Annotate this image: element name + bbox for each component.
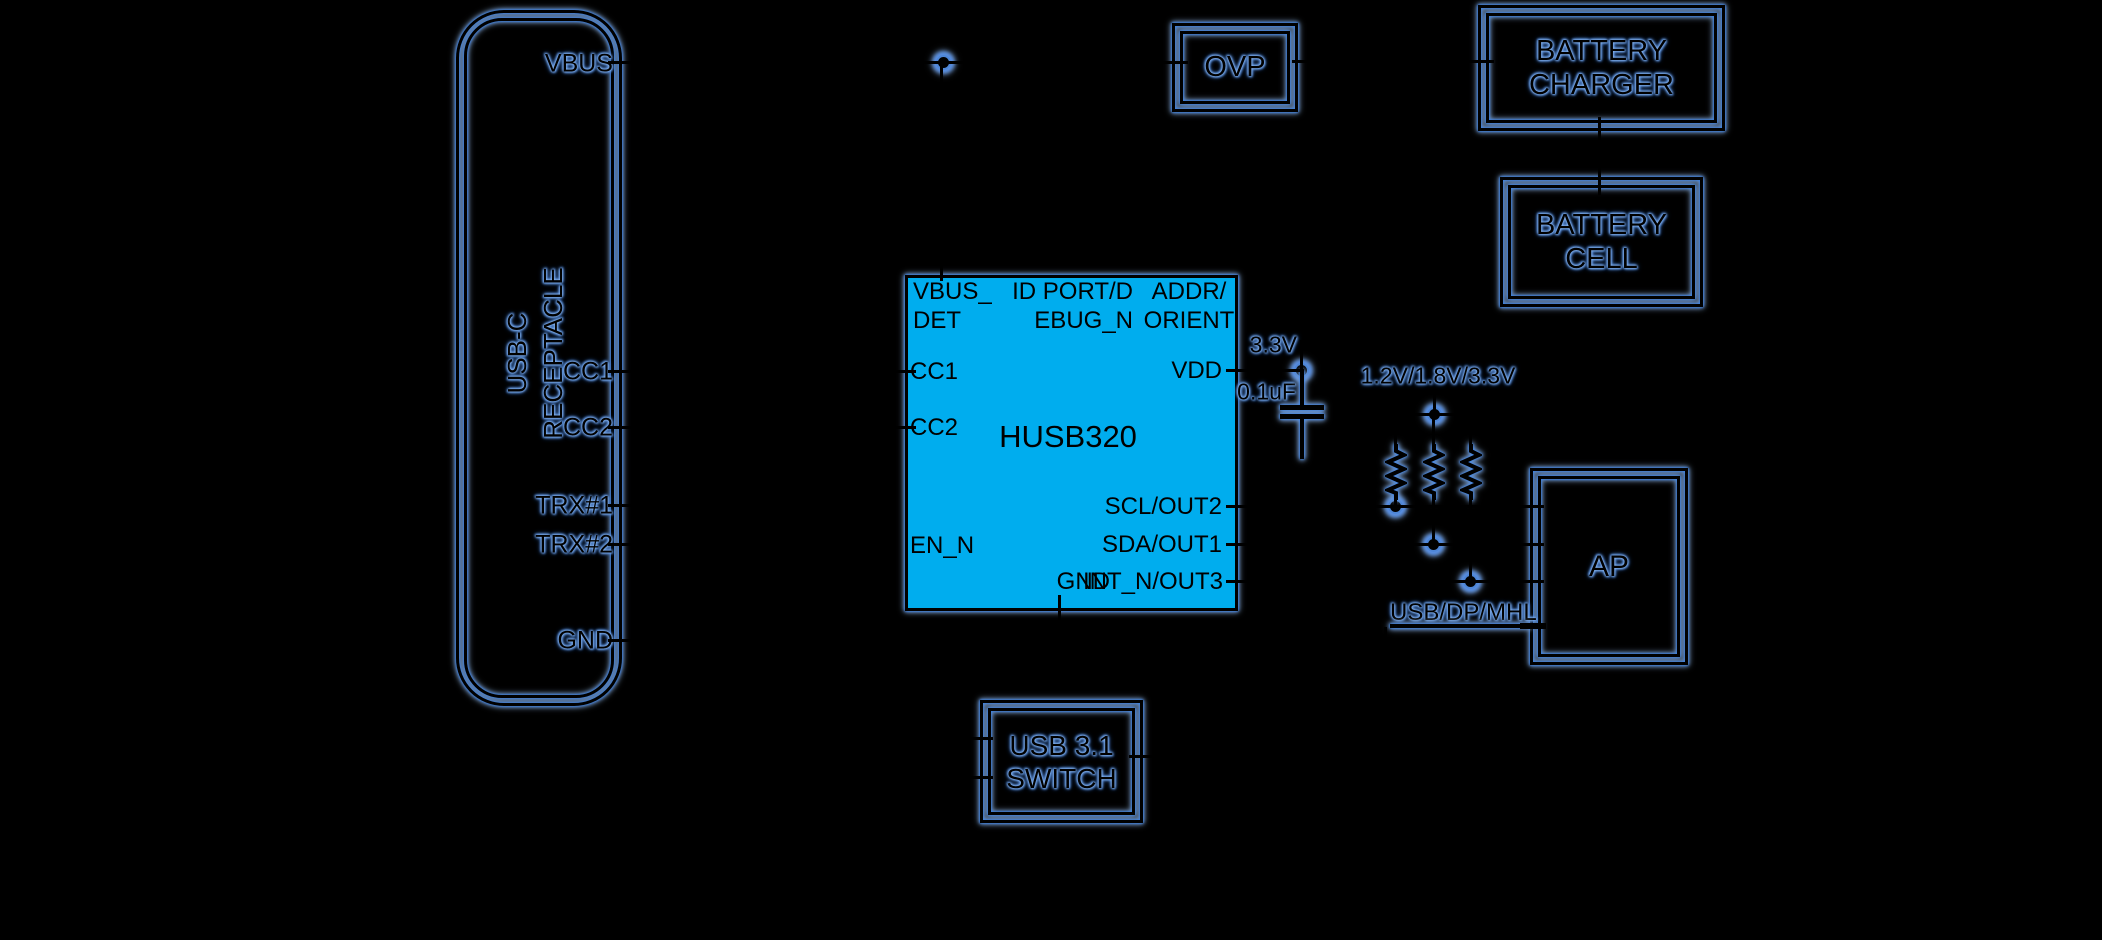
wire-trx2-a bbox=[608, 543, 774, 546]
wire-rail-feed bbox=[1433, 392, 1436, 416]
receptacle-inner-border bbox=[464, 18, 614, 698]
wire-trx1-b bbox=[801, 504, 804, 740]
wire-gnd-chip bbox=[1058, 595, 1061, 660]
chip-pin-int: INT_N/OUT3 bbox=[1082, 568, 1223, 595]
chip-pin-id-debug-l1: ID PORT/D bbox=[1012, 278, 1133, 305]
resistor-icon-sda bbox=[1423, 444, 1445, 500]
battery-charger-inner-border bbox=[1486, 13, 1717, 123]
wire-r3-bottom bbox=[1469, 498, 1472, 584]
chip-pin-en-n: EN_N bbox=[910, 532, 975, 559]
net-label-3v3: 3.3V bbox=[1249, 331, 1297, 358]
wire-trx1-a bbox=[608, 504, 804, 507]
wire-bus-c bbox=[1520, 623, 1546, 629]
battery-charger-label-l2: CHARGER bbox=[1528, 69, 1674, 101]
chip-pin-addr-orient-l2: ORIENT bbox=[1143, 307, 1235, 334]
wire-r3-top bbox=[1469, 415, 1472, 445]
chip-pin-cc2: CC2 bbox=[910, 414, 959, 441]
battery-charger-label-l1: BATTERY bbox=[1535, 35, 1668, 67]
ap-outer-border bbox=[1530, 468, 1688, 665]
battery-cell-outer-border bbox=[1500, 177, 1703, 307]
ap-box bbox=[1530, 468, 1688, 665]
wire-r2-bottom bbox=[1432, 498, 1435, 546]
bus-wire-glow-segment bbox=[1390, 624, 1530, 628]
wire-vbus-det bbox=[940, 62, 943, 281]
usb31-switch-inner-border bbox=[988, 708, 1135, 815]
wire-r2-top bbox=[1432, 415, 1435, 445]
chip-pin-id-debug: ID PORT/D EBUG_N bbox=[1012, 277, 1133, 335]
usb31-switch-label-l2: SWITCH bbox=[1006, 762, 1117, 794]
wire-bus-a bbox=[1129, 755, 1387, 758]
receptacle-title-line1: USB-C bbox=[502, 312, 532, 394]
battery-cell-label-l2: CELL bbox=[1565, 243, 1638, 275]
chip-pin-cc1: CC1 bbox=[910, 358, 959, 385]
wire-cc2 bbox=[608, 426, 916, 429]
bus-label: USB/DP/MHL bbox=[1390, 599, 1537, 626]
wire-trx1-c bbox=[801, 737, 993, 740]
battery-charger-label: BATTERY CHARGER bbox=[1478, 5, 1725, 131]
usb31-switch-label-l1: USB 3.1 bbox=[1009, 729, 1114, 761]
chip-pin-addr-orient-l1: ADDR/ bbox=[1151, 278, 1227, 305]
ap-label: AP bbox=[1530, 468, 1688, 665]
chip-pin-sda: SDA/OUT1 bbox=[1101, 531, 1222, 558]
battery-charger-box bbox=[1478, 5, 1725, 131]
ap-inner-border bbox=[1538, 476, 1680, 657]
wire-vbus bbox=[608, 61, 1188, 64]
battery-charger-outer-border bbox=[1478, 5, 1725, 131]
usb31-switch-label: USB 3.1 SWITCH bbox=[980, 700, 1143, 823]
wire-int bbox=[1226, 580, 1544, 583]
wire-scl bbox=[1226, 505, 1544, 508]
receptacle-pin-trx1: TRX#1 bbox=[535, 491, 613, 520]
rail-label: 1.2V/1.8V/3.3V bbox=[1360, 362, 1516, 389]
ovp-box bbox=[1172, 23, 1298, 112]
ovp-label-text: OVP bbox=[1204, 51, 1266, 83]
ovp-inner-border bbox=[1180, 31, 1290, 104]
wire-r1-top bbox=[1394, 415, 1397, 445]
chip-name: HUSB320 bbox=[999, 419, 1137, 454]
ovp-outer-border bbox=[1172, 23, 1298, 112]
chip-pin-vdd: VDD bbox=[1171, 357, 1222, 384]
chip-pin-id-debug-l2: EBUG_N bbox=[1034, 307, 1133, 334]
wire-3v3-feed bbox=[1300, 340, 1303, 372]
chip-pin-gnd: GND bbox=[1056, 568, 1110, 595]
receptacle-pin-trx2: TRX#2 bbox=[535, 530, 613, 559]
usb-c-receptacle-box bbox=[456, 10, 622, 706]
receptacle-outer-border bbox=[456, 10, 622, 706]
capacitor-icon bbox=[1280, 371, 1324, 461]
wire-sda bbox=[1226, 543, 1544, 546]
chip-pin-vbus-det: VBUS_ DET bbox=[913, 277, 992, 335]
receptacle-pin-cc1: CC1 bbox=[562, 357, 613, 386]
usb31-switch-outer-border bbox=[980, 700, 1143, 823]
resistor-icon-int bbox=[1460, 444, 1482, 500]
chip-pin-vbus-det-l1: VBUS_ bbox=[913, 278, 992, 305]
battery-cell-label-l1: BATTERY bbox=[1535, 209, 1668, 241]
resistor-icon-scl bbox=[1385, 444, 1407, 500]
receptacle-pin-cc2: CC2 bbox=[562, 413, 613, 442]
cap-value-label: 0.1uF bbox=[1237, 378, 1296, 405]
ovp-label: OVP bbox=[1172, 23, 1298, 112]
wire-ovp-charger bbox=[1292, 60, 1494, 63]
receptacle-pin-vbus: VBUS bbox=[544, 49, 613, 78]
chip-pin-scl: SCL/OUT2 bbox=[1104, 493, 1222, 520]
battery-cell-box bbox=[1500, 177, 1703, 307]
wire-charger-cell bbox=[1598, 117, 1601, 195]
husb320-chip bbox=[905, 275, 1238, 611]
battery-cell-label: BATTERY CELL bbox=[1500, 177, 1703, 307]
wire-gnd-receptacle bbox=[608, 639, 688, 642]
ap-label-text: AP bbox=[1588, 549, 1630, 583]
receptacle-title: USB-C RECEPTACLE bbox=[499, 267, 571, 438]
chip-pin-addr-orient: ADDR/ ORIENT bbox=[1144, 277, 1235, 335]
wire-r1-bottom bbox=[1394, 498, 1397, 508]
wire-bus-b bbox=[1384, 627, 1387, 758]
battery-cell-inner-border bbox=[1508, 185, 1695, 299]
usb31-switch-box bbox=[980, 700, 1143, 823]
wire-cc1 bbox=[608, 370, 916, 373]
wire-trx2-b bbox=[771, 543, 774, 779]
wire-vdd bbox=[1226, 369, 1304, 372]
wire-rail bbox=[1394, 413, 1474, 416]
chip-pin-vbus-det-l2: DET bbox=[913, 307, 961, 334]
receptacle-pin-gnd: GND bbox=[557, 626, 613, 655]
wire-trx2-c bbox=[771, 776, 993, 779]
